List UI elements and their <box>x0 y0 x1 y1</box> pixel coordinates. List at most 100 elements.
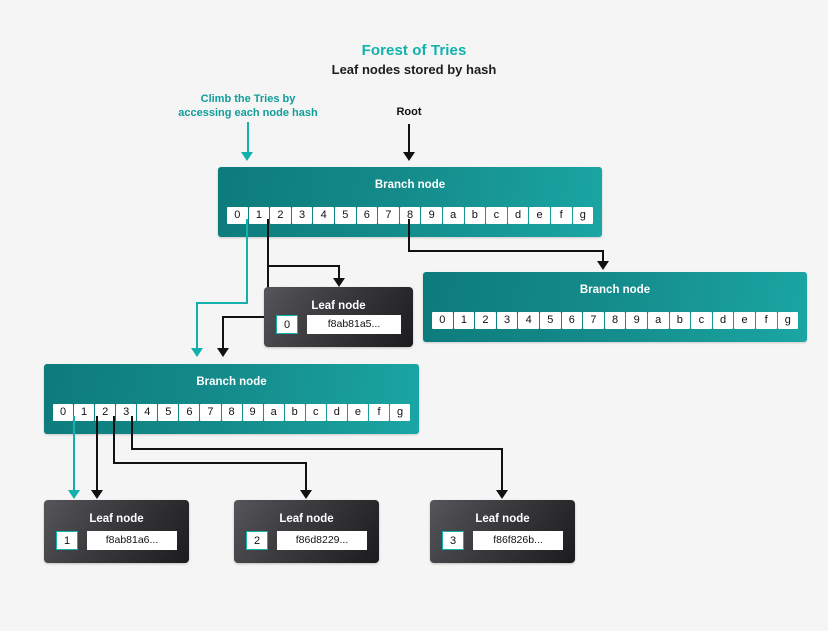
leaf-node-3-hash[interactable]: f86f826b... <box>473 531 563 550</box>
link-low1-line <box>96 416 98 494</box>
cell-1[interactable]: 1 <box>453 312 475 329</box>
cell-5[interactable]: 5 <box>539 312 561 329</box>
cell-a[interactable]: a <box>442 207 464 224</box>
cell-b[interactable]: b <box>284 404 305 421</box>
cell-8[interactable]: 8 <box>221 404 242 421</box>
leaf-node-2-key[interactable]: 2 <box>246 531 268 550</box>
leaf-node-0[interactable]: Leaf node 0 f8ab81a5... <box>264 287 413 347</box>
leaf-node-2[interactable]: Leaf node 2 f86d8229... <box>234 500 379 563</box>
cell-e[interactable]: e <box>734 312 755 329</box>
cell-6[interactable]: 6 <box>179 404 200 421</box>
cell-c[interactable]: c <box>305 404 326 421</box>
cell-c[interactable]: c <box>486 207 507 224</box>
cell-c[interactable]: c <box>691 312 712 329</box>
link-root8-arrow <box>597 261 609 270</box>
cell-7[interactable]: 7 <box>583 312 604 329</box>
cell-0[interactable]: 0 <box>227 207 248 224</box>
leaf-node-1-key[interactable]: 1 <box>56 531 78 550</box>
cell-5[interactable]: 5 <box>334 207 356 224</box>
cell-d[interactable]: d <box>326 404 347 421</box>
climb-arrow-line <box>247 122 249 158</box>
cell-9[interactable]: 9 <box>626 312 647 329</box>
cell-g[interactable]: g <box>390 404 411 421</box>
cell-1[interactable]: 1 <box>248 207 270 224</box>
cell-1[interactable]: 1 <box>74 404 95 421</box>
annotation-climb-tries: Climb the Tries by accessing each node h… <box>178 93 318 119</box>
link-low2-seg3 <box>305 462 307 494</box>
branch-node-root-cells: 0 1 2 3 4 5 6 7 8 9 a b c d e f g <box>227 207 594 224</box>
link-low2-seg2 <box>113 462 307 464</box>
cell-5[interactable]: 5 <box>158 404 179 421</box>
cell-0[interactable]: 0 <box>53 404 74 421</box>
cell-3[interactable]: 3 <box>496 312 518 329</box>
link-low3-seg2 <box>131 448 503 450</box>
page-title: Forest of Tries <box>361 42 467 59</box>
cell-g[interactable]: g <box>777 312 799 329</box>
cell-3[interactable]: 3 <box>291 207 313 224</box>
leaf-node-0-key[interactable]: 0 <box>276 315 298 334</box>
root-arrow-head <box>403 152 415 161</box>
cell-6[interactable]: 6 <box>356 207 378 224</box>
link-root0-arrow <box>191 348 203 357</box>
cell-0[interactable]: 0 <box>432 312 453 329</box>
leaf-node-0-hash[interactable]: f8ab81a5... <box>307 315 401 334</box>
link-low0-line <box>73 416 75 494</box>
leaf-node-1[interactable]: Leaf node 1 f8ab81a6... <box>44 500 189 563</box>
link-root1-seg3 <box>222 316 224 352</box>
link-low1-arrow <box>91 490 103 499</box>
link-low0-arrow <box>68 490 80 499</box>
cell-9[interactable]: 9 <box>421 207 442 224</box>
cell-2[interactable]: 2 <box>95 404 116 421</box>
leaf-node-2-label: Leaf node <box>279 513 334 525</box>
link-low2-arrow <box>300 490 312 499</box>
cell-b[interactable]: b <box>669 312 691 329</box>
cell-e[interactable]: e <box>529 207 550 224</box>
leaf-node-3-key[interactable]: 3 <box>442 531 464 550</box>
cell-4[interactable]: 4 <box>137 404 158 421</box>
cell-2[interactable]: 2 <box>270 207 291 224</box>
cell-9[interactable]: 9 <box>242 404 263 421</box>
branch-node-right[interactable]: Branch node 0 1 2 3 4 5 6 7 8 9 a b c d … <box>423 272 807 342</box>
link-root1-seg2 <box>222 316 269 318</box>
cell-f[interactable]: f <box>755 312 777 329</box>
cell-g[interactable]: g <box>572 207 594 224</box>
cell-8[interactable]: 8 <box>399 207 421 224</box>
cell-7[interactable]: 7 <box>200 404 221 421</box>
link-root1-arrow <box>217 348 229 357</box>
link-root0-seg2 <box>196 302 248 304</box>
cell-b[interactable]: b <box>464 207 486 224</box>
leaf-node-1-hash[interactable]: f8ab81a6... <box>87 531 177 550</box>
leaf-node-1-label: Leaf node <box>89 513 144 525</box>
branch-node-lower-label: Branch node <box>196 376 267 388</box>
branch-node-root[interactable]: Branch node 0 1 2 3 4 5 6 7 8 9 a b c d … <box>218 167 602 237</box>
cell-8[interactable]: 8 <box>604 312 626 329</box>
branch-node-root-label: Branch node <box>374 179 446 191</box>
cell-2[interactable]: 2 <box>475 312 496 329</box>
climb-arrow-head <box>241 152 253 161</box>
cell-4[interactable]: 4 <box>518 312 539 329</box>
cell-f[interactable]: f <box>550 207 572 224</box>
cell-d[interactable]: d <box>507 207 529 224</box>
cell-e[interactable]: e <box>347 404 368 421</box>
page-subtitle: Leaf nodes stored by hash <box>331 62 497 77</box>
cell-a[interactable]: a <box>263 404 284 421</box>
leaf-node-3[interactable]: Leaf node 3 f86f826b... <box>430 500 575 563</box>
cell-4[interactable]: 4 <box>313 207 334 224</box>
link-root8-seg1 <box>408 219 410 252</box>
link-root1-seg1 <box>267 219 269 318</box>
cell-a[interactable]: a <box>647 312 669 329</box>
cell-7[interactable]: 7 <box>378 207 399 224</box>
leaf-node-2-row: 2 f86d8229... <box>246 531 367 550</box>
cell-6[interactable]: 6 <box>561 312 583 329</box>
branch-node-lower-cells: 0 1 2 3 4 5 6 7 8 9 a b c d e f g <box>53 404 411 421</box>
cell-f[interactable]: f <box>368 404 389 421</box>
cell-3[interactable]: 3 <box>116 404 137 421</box>
leaf-node-2-hash[interactable]: f86d8229... <box>277 531 367 550</box>
leaf-node-0-row: 0 f8ab81a5... <box>276 315 401 334</box>
branch-node-lower[interactable]: Branch node 0 1 2 3 4 5 6 7 8 9 a b c d … <box>44 364 419 434</box>
leaf-node-3-row: 3 f86f826b... <box>442 531 563 550</box>
branch-node-right-label: Branch node <box>579 284 651 296</box>
cell-d[interactable]: d <box>712 312 734 329</box>
link-root0-seg3 <box>196 302 198 352</box>
